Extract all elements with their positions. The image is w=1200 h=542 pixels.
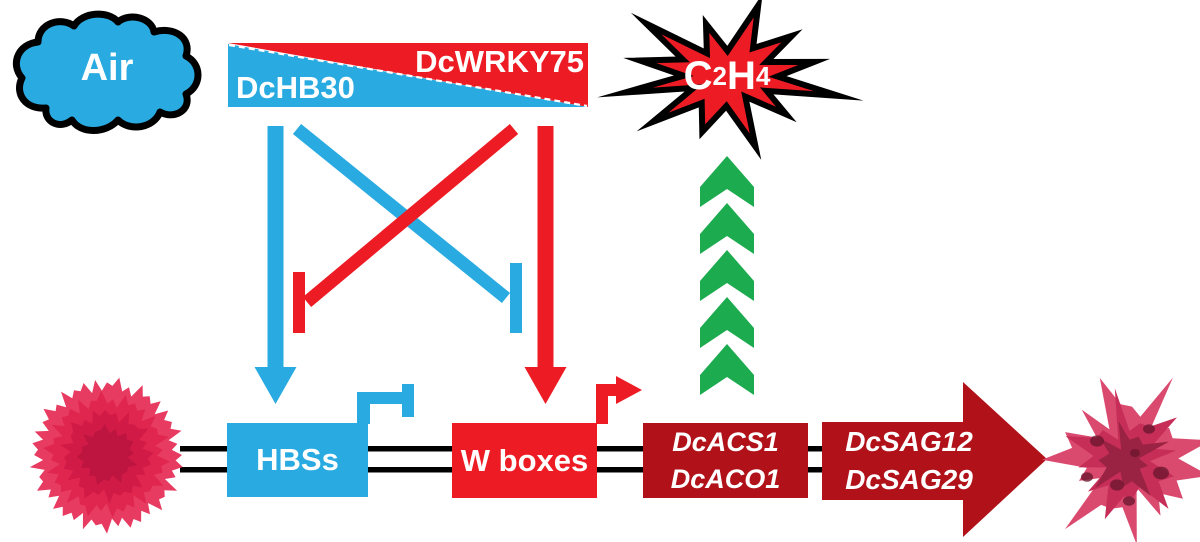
chevron-up-icon	[700, 250, 754, 301]
dcwrky75-activation-arrow	[524, 126, 567, 404]
fresh-flower-image	[29, 377, 183, 534]
balance-divider-line	[228, 43, 588, 108]
chevron-up-icon	[700, 156, 754, 207]
ethylene-promotion-chevrons-icon	[700, 156, 754, 395]
chevron-up-icon	[700, 344, 754, 395]
wbox-promoter-box	[452, 423, 597, 498]
flower-shadow-spot	[1153, 466, 1169, 480]
ethylene-burst-icon	[597, 0, 864, 160]
hbs-promoter-box	[227, 423, 368, 497]
flower-petal-layer	[76, 423, 138, 485]
flower-petal-layer	[1095, 421, 1169, 496]
chevron-up-icon	[700, 297, 754, 348]
dcwrky75-inhibition-line	[293, 124, 519, 333]
blocked-transcription-icon	[357, 384, 414, 424]
acs-aco-gene-box	[643, 423, 808, 498]
flower-shadow-spot	[1090, 435, 1104, 447]
dchb30-inhibition-line	[292, 123, 522, 333]
flower-shadow-spot	[1123, 496, 1135, 506]
flower-shadow-spot	[1110, 479, 1124, 491]
flower-shadow-spot	[1081, 472, 1093, 482]
active-transcription-icon	[596, 376, 642, 424]
dchb30-activation-arrow	[254, 126, 297, 404]
sag-gene-arrow	[822, 382, 1047, 537]
inhibition-bar-icon	[510, 263, 522, 333]
expression-balance	[228, 43, 588, 108]
flower-shadow-spot	[1143, 424, 1155, 434]
chevron-up-icon	[700, 203, 754, 254]
air-cloud-icon	[13, 10, 202, 134]
flower-shadow-spot	[1130, 449, 1140, 457]
wilted-flower-image	[1041, 377, 1200, 542]
inhibition-bar-icon	[293, 272, 305, 333]
